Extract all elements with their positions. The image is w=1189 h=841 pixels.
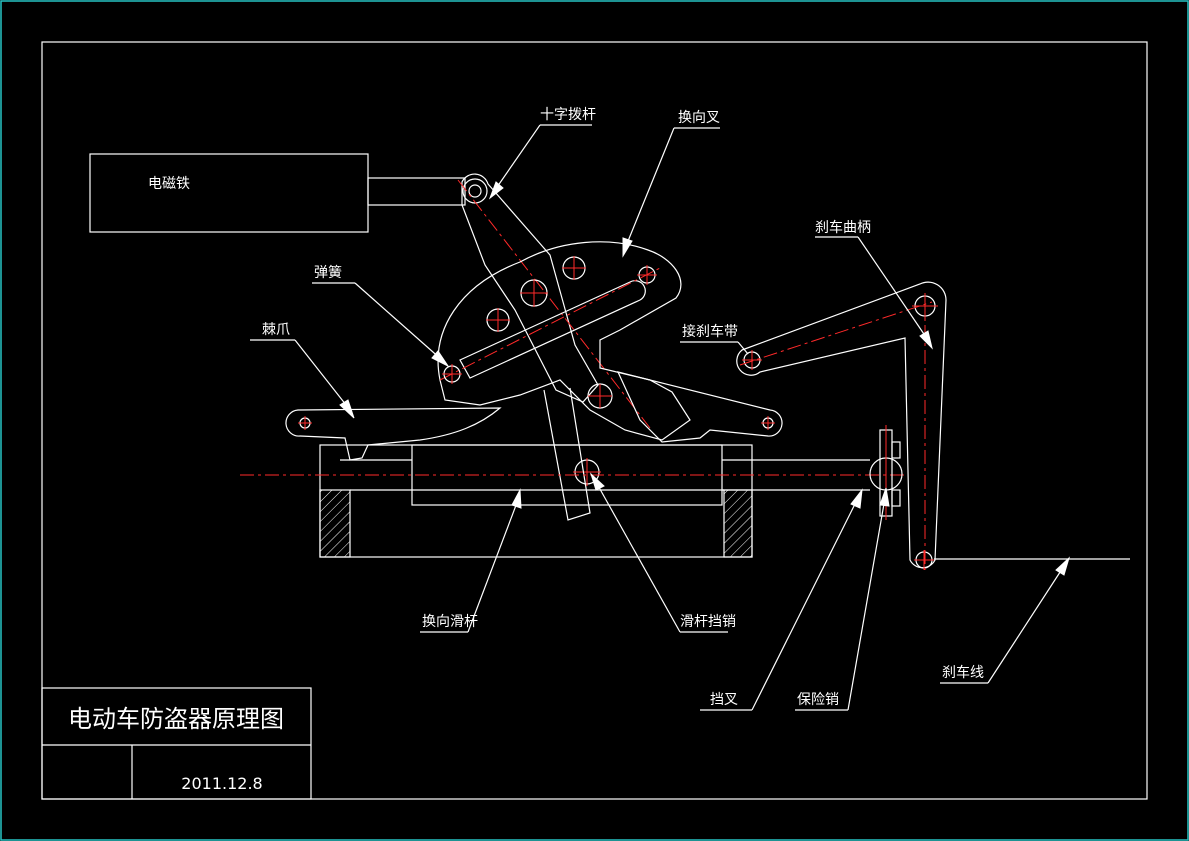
callout-brake-crank: 刹车曲柄 bbox=[815, 219, 933, 350]
label-spring: 弹簧 bbox=[314, 265, 342, 281]
brake-strap-arm bbox=[616, 371, 783, 443]
reversing-fork bbox=[437, 241, 691, 441]
cross-lever bbox=[457, 173, 651, 429]
label-brake-strap: 接刹车带 bbox=[682, 323, 738, 340]
callout-reversing-fork: 换向叉 bbox=[622, 109, 720, 258]
pawl bbox=[285, 407, 502, 461]
label-stop-fork: 挡叉 bbox=[710, 692, 738, 708]
label-slide-bar: 换向滑杆 bbox=[422, 613, 478, 630]
drawing-title: 电动车防盗器原理图 bbox=[68, 705, 284, 733]
brake-crank bbox=[736, 281, 947, 570]
callout-pawl: 棘爪 bbox=[250, 322, 355, 419]
callout-stop-pin: 滑杆挡销 bbox=[589, 472, 736, 633]
drawing-date: 2011.12.8 bbox=[181, 774, 262, 793]
electromagnet: 电磁铁 bbox=[89, 153, 466, 233]
callout-stop-fork: 挡叉 bbox=[700, 488, 863, 711]
callout-brake-cable: 刹车线 bbox=[940, 556, 1070, 684]
label-reversing-fork: 换向叉 bbox=[678, 109, 720, 126]
label-brake-crank: 刹车曲柄 bbox=[815, 219, 871, 236]
stop-fork bbox=[869, 425, 903, 520]
label-cross-lever: 十字拨杆 bbox=[540, 107, 596, 123]
title-block: 电动车防盗器原理图 2011.12.8 bbox=[41, 687, 312, 800]
callout-safety-pin: 保险销 bbox=[795, 487, 890, 711]
label-stop-pin: 滑杆挡销 bbox=[680, 613, 736, 630]
callout-slide-bar: 换向滑杆 bbox=[420, 488, 522, 633]
callout-spring: 弹簧 bbox=[312, 265, 450, 368]
callout-brake-strap: 接刹车带 bbox=[680, 323, 749, 355]
label-brake-cable: 刹车线 bbox=[942, 664, 984, 681]
spring bbox=[442, 364, 462, 384]
label-pawl: 棘爪 bbox=[262, 322, 290, 338]
label-safety-pin: 保险销 bbox=[797, 692, 839, 708]
label-electromagnet: 电磁铁 bbox=[148, 176, 190, 192]
drawing-frame bbox=[41, 41, 1148, 800]
slide-bar-housing bbox=[240, 387, 905, 558]
callout-cross-lever: 十字拨杆 bbox=[488, 107, 596, 200]
